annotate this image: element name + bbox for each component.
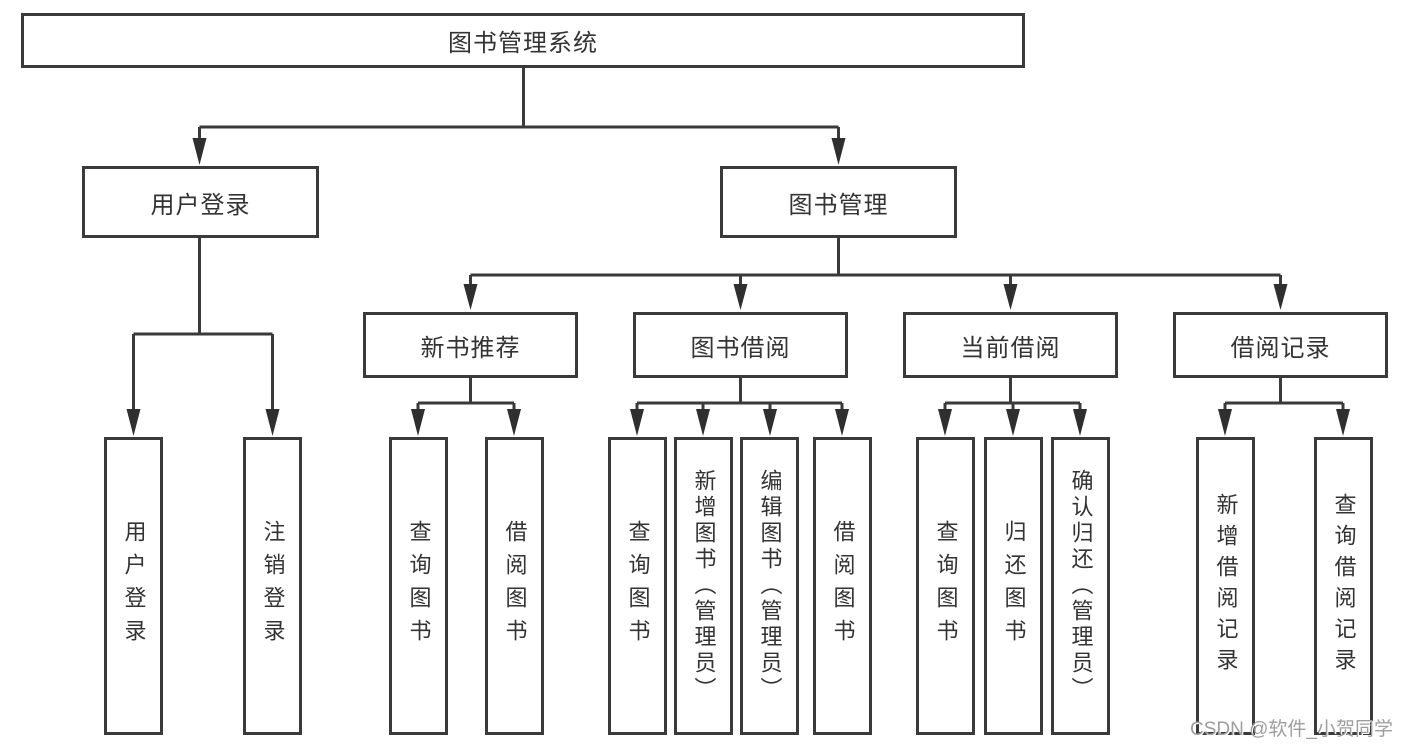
leaf-label: 新增借阅记录 — [1213, 493, 1239, 679]
leaf-confirm-return-admin: 确认归还（管理员） — [1051, 437, 1110, 735]
node-borrowing-records: 借阅记录 — [1173, 312, 1388, 378]
leaf-add-book-admin: 新增图书（管理员） — [674, 437, 733, 735]
node-book-management: 图书管理 — [720, 166, 957, 238]
leaf-label: 新增图书（管理员） — [691, 469, 717, 703]
leaf-label: 借阅图书 — [502, 520, 528, 652]
csdn-watermark: CSDN @软件_小贺同学 — [1190, 719, 1393, 740]
leaf-label: 借阅图书 — [830, 520, 856, 652]
node-user-login: 用户登录 — [82, 166, 319, 238]
leaf-query-books-borrowing: 查询图书 — [608, 437, 667, 735]
leaf-borrow-books-borrowing: 借阅图书 — [813, 437, 872, 735]
leaf-borrow-books-recommend: 借阅图书 — [485, 437, 544, 735]
leaf-label: 查询图书 — [625, 520, 651, 652]
node-current-borrowing: 当前借阅 — [903, 312, 1118, 378]
node-library-management-system: 图书管理系统 — [21, 13, 1025, 68]
leaf-query-books-current: 查询图书 — [916, 437, 975, 735]
leaf-user-login: 用户登录 — [104, 437, 163, 735]
leaf-logout: 注销登录 — [243, 437, 302, 735]
leaf-query-books-recommend: 查询图书 — [389, 437, 448, 735]
leaf-label: 查询借阅记录 — [1331, 493, 1357, 679]
node-book-borrowing: 图书借阅 — [633, 312, 848, 378]
leaf-query-borrow-record: 查询借阅记录 — [1314, 437, 1373, 735]
leaf-label: 用户登录 — [121, 520, 147, 652]
leaf-add-borrow-record: 新增借阅记录 — [1196, 437, 1255, 735]
node-new-book-recommend: 新书推荐 — [363, 312, 578, 378]
leaf-label: 归还图书 — [1001, 520, 1027, 652]
leaf-edit-book-admin: 编辑图书（管理员） — [740, 437, 799, 735]
leaf-label: 注销登录 — [260, 520, 286, 652]
leaf-label: 查询图书 — [406, 520, 432, 652]
leaf-label: 确认归还（管理员） — [1068, 469, 1094, 703]
leaf-label: 编辑图书（管理员） — [757, 469, 783, 703]
leaf-return-books: 归还图书 — [984, 437, 1043, 735]
leaf-label: 查询图书 — [933, 520, 959, 652]
